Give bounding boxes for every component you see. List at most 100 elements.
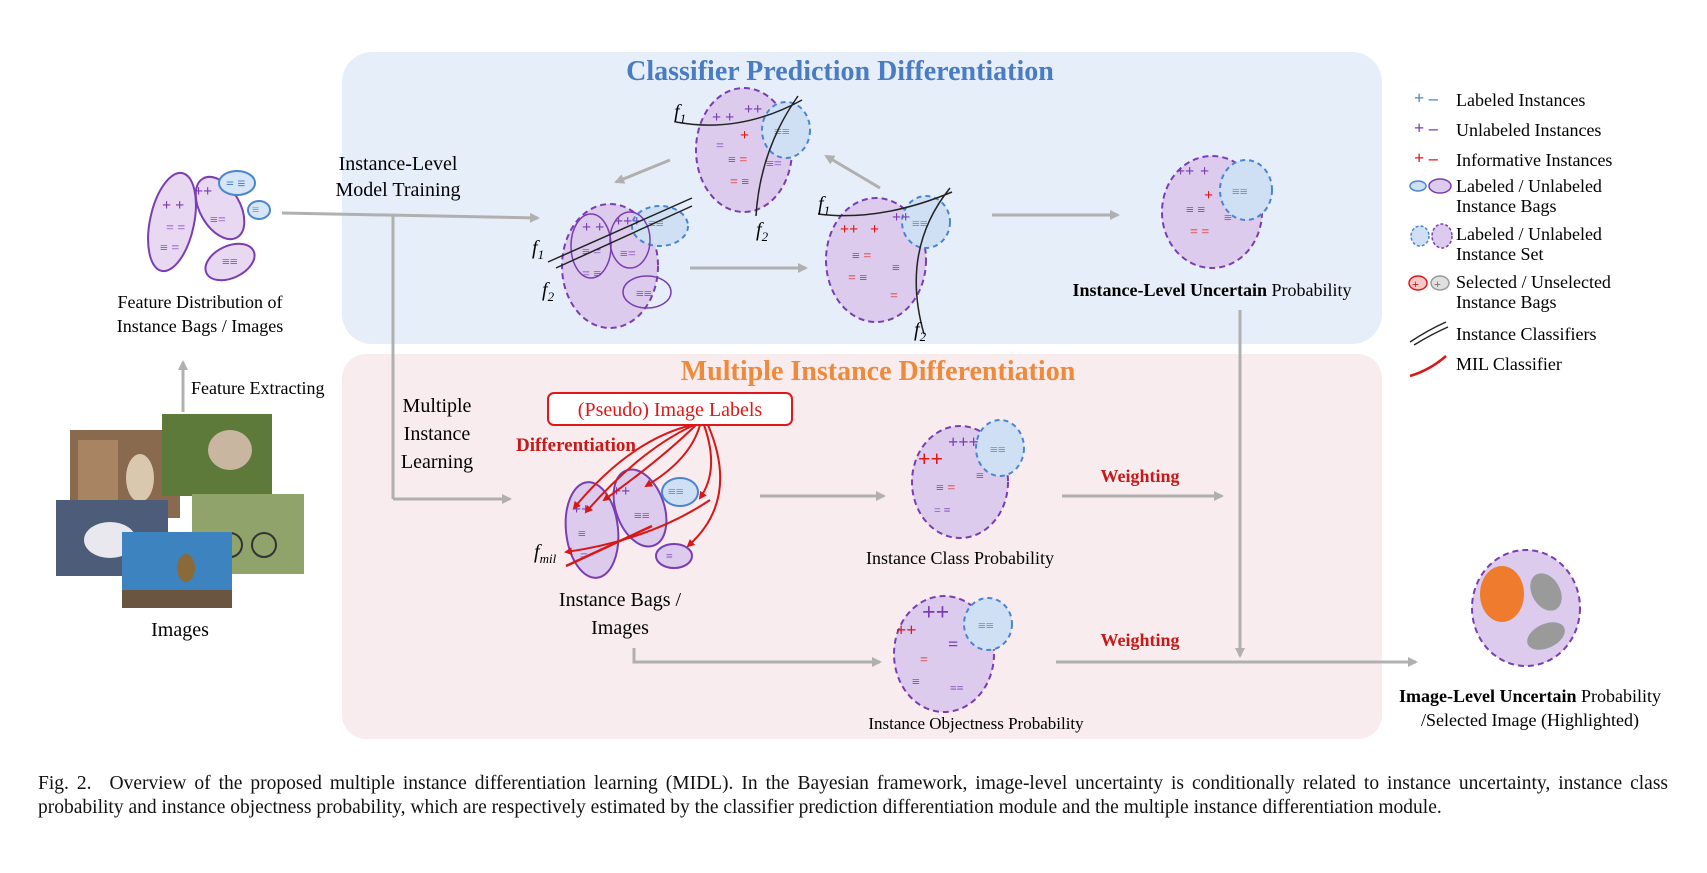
bottom-panel-title: Multiple Instance Differentiation bbox=[681, 356, 1076, 387]
training-label-line1: Instance-Level bbox=[339, 153, 458, 175]
svg-text:≡: ≡ bbox=[912, 675, 920, 690]
weighting-label-1: Weighting bbox=[1100, 466, 1179, 486]
mil-classifier-line bbox=[565, 524, 653, 568]
informative-instances-icon: + – bbox=[1414, 148, 1439, 168]
objectness-prob-label: Instance Objectness Probability bbox=[868, 714, 1084, 733]
weighting-label-2: Weighting bbox=[1100, 630, 1179, 650]
svg-text:= ≡: = ≡ bbox=[848, 271, 867, 286]
differentiation-label: Differentiation bbox=[516, 435, 636, 456]
labeled-instances-icon: + – bbox=[1414, 88, 1439, 108]
svg-text:= ≡: = ≡ bbox=[934, 503, 951, 517]
svg-text:++: ++ bbox=[194, 183, 212, 200]
svg-text:+: + bbox=[740, 127, 749, 144]
feature-distribution-cluster: + + ++ = ≡ = = ≡ = ≡= ≡≡ ≡ bbox=[147, 170, 271, 282]
arrow-to-training bbox=[281, 211, 540, 223]
svg-text:≡: ≡ bbox=[976, 469, 984, 484]
svg-text:≡≡: ≡≡ bbox=[634, 509, 650, 524]
svg-text:≡≡: ≡≡ bbox=[668, 485, 684, 500]
mil-label-line1: Multiple bbox=[403, 395, 472, 417]
svg-text:++: ++ bbox=[840, 221, 858, 238]
svg-text:≡: ≡ bbox=[252, 202, 259, 217]
legend-label-2: Informative Instances bbox=[1456, 150, 1612, 170]
image-thumbnails bbox=[56, 414, 304, 608]
legend-label-6: Instance Classifiers bbox=[1456, 324, 1596, 344]
svg-text:+: + bbox=[1200, 163, 1209, 180]
svg-text:≡≡: ≡≡ bbox=[912, 217, 928, 232]
svg-text:≡: ≡ bbox=[578, 527, 586, 542]
svg-text:=: = bbox=[920, 653, 928, 668]
instance-level-uncertain-label: Instance-Level Uncertain Probability bbox=[1073, 280, 1352, 300]
svg-text:++: ++ bbox=[922, 600, 949, 626]
svg-text:≡≡: ≡≡ bbox=[636, 287, 652, 302]
svg-text:+: + bbox=[1412, 277, 1419, 291]
legend-label-3b: Instance Bags bbox=[1456, 196, 1556, 216]
svg-text:+: + bbox=[1434, 277, 1441, 291]
svg-text:≡=: ≡= bbox=[766, 157, 782, 172]
legend-label-4a: Labeled / Unlabeled bbox=[1456, 224, 1602, 244]
svg-text:≡≡: ≡≡ bbox=[950, 681, 964, 695]
legend-label-0: Labeled Instances bbox=[1456, 90, 1585, 110]
instance-set-a: + + +++ ≡ = = ≡ ≡= ≡≡ ≡≡ bbox=[547, 197, 693, 329]
selected-bags-icon: + + bbox=[1408, 275, 1450, 291]
svg-text:++: ++ bbox=[1176, 163, 1194, 180]
class-prob-label: Instance Class Probability bbox=[866, 548, 1054, 568]
svg-text:+ –: + – bbox=[1414, 88, 1439, 108]
f1-label-b: f1 bbox=[674, 101, 686, 126]
image-level-label-line2: /Selected Image (Highlighted) bbox=[1421, 710, 1639, 731]
bags-label-line1: Instance Bags / bbox=[559, 589, 682, 611]
svg-text:= ≡: = ≡ bbox=[582, 267, 601, 282]
svg-text:++: ++ bbox=[896, 620, 917, 640]
svg-text:= ≡: = ≡ bbox=[730, 175, 749, 190]
svg-text:+: + bbox=[1204, 187, 1213, 204]
mil-classifier-icon bbox=[1409, 355, 1447, 378]
fmil-label: fmil bbox=[534, 541, 557, 566]
svg-text:≡≡: ≡≡ bbox=[1232, 185, 1248, 200]
class-probability-cluster: ++ +++ ≡ = = ≡ ≡ ≡≡ bbox=[911, 419, 1025, 539]
svg-text:≡≡: ≡≡ bbox=[222, 255, 238, 270]
f1-label-c: f1 bbox=[818, 193, 830, 218]
svg-text:≡=: ≡= bbox=[210, 213, 226, 228]
image-level-label-line1: Image-Level Uncertain Probability bbox=[1399, 686, 1661, 706]
svg-text:= =: = = bbox=[166, 221, 185, 236]
bags-label-line2: Images bbox=[591, 617, 649, 639]
legend-label-4b: Instance Set bbox=[1456, 244, 1543, 264]
figure-caption: Fig. 2.Overview of the proposed multiple… bbox=[38, 772, 1668, 820]
bottom-panel bbox=[342, 354, 1382, 739]
svg-text:≡ =: ≡ = bbox=[936, 481, 955, 496]
feature-caption-line2: Instance Bags / Images bbox=[117, 316, 283, 336]
instance-set-icon bbox=[1410, 223, 1453, 249]
instance-classifiers-icon bbox=[1409, 321, 1449, 346]
instance-set-b: + + ++ + = ≡ = = ≡ ≡= ≡≡ bbox=[675, 87, 811, 217]
instance-uncertainty-cluster: ++ + + ≡ ≡ = = ≡ ≡≡ bbox=[1161, 155, 1273, 269]
f1-label-a: f1 bbox=[532, 237, 544, 262]
svg-text:++: ++ bbox=[892, 209, 910, 226]
training-label-line2: Model Training bbox=[335, 179, 460, 201]
svg-text:+++: +++ bbox=[614, 213, 641, 230]
svg-text:= =: = = bbox=[1190, 225, 1209, 240]
svg-text:≡ ≡: ≡ ≡ bbox=[1186, 203, 1205, 218]
svg-text:≡: ≡ bbox=[666, 549, 673, 563]
svg-text:≡ =: ≡ = bbox=[852, 249, 871, 264]
mil-label-line3: Learning bbox=[401, 451, 473, 473]
differentiation-arrows bbox=[564, 424, 722, 556]
svg-text:+ +: + + bbox=[712, 109, 734, 126]
svg-text:=: = bbox=[716, 139, 724, 154]
caption-text: Overview of the proposed multiple instan… bbox=[38, 773, 1668, 818]
svg-text:+ –: + – bbox=[1414, 118, 1439, 138]
svg-text:++: ++ bbox=[918, 446, 943, 471]
objectness-probability-cluster: ++ ++ = = ≡ ≡≡ ≡≡ bbox=[893, 595, 1013, 713]
svg-text:≡: ≡ bbox=[1224, 211, 1232, 226]
svg-text:+ +: + + bbox=[582, 219, 604, 236]
svg-text:≡≡: ≡≡ bbox=[990, 443, 1006, 458]
svg-text:≡≡: ≡≡ bbox=[978, 619, 994, 634]
instance-set-c: ++ + ++ ≡ = = ≡ ≡ = ≡≡ bbox=[817, 187, 953, 335]
selected-image-result bbox=[1471, 549, 1581, 667]
legend-label-3a: Labeled / Unlabeled bbox=[1456, 176, 1602, 196]
pseudo-labels-box bbox=[547, 392, 793, 426]
svg-text:=: = bbox=[890, 289, 898, 304]
svg-text:≡ =: ≡ = bbox=[160, 241, 179, 256]
caption-label: Fig. 2. bbox=[38, 773, 92, 794]
svg-text:+: + bbox=[870, 221, 879, 238]
svg-text:≡=: ≡= bbox=[620, 247, 636, 262]
arrow-to-objectness bbox=[632, 648, 882, 667]
